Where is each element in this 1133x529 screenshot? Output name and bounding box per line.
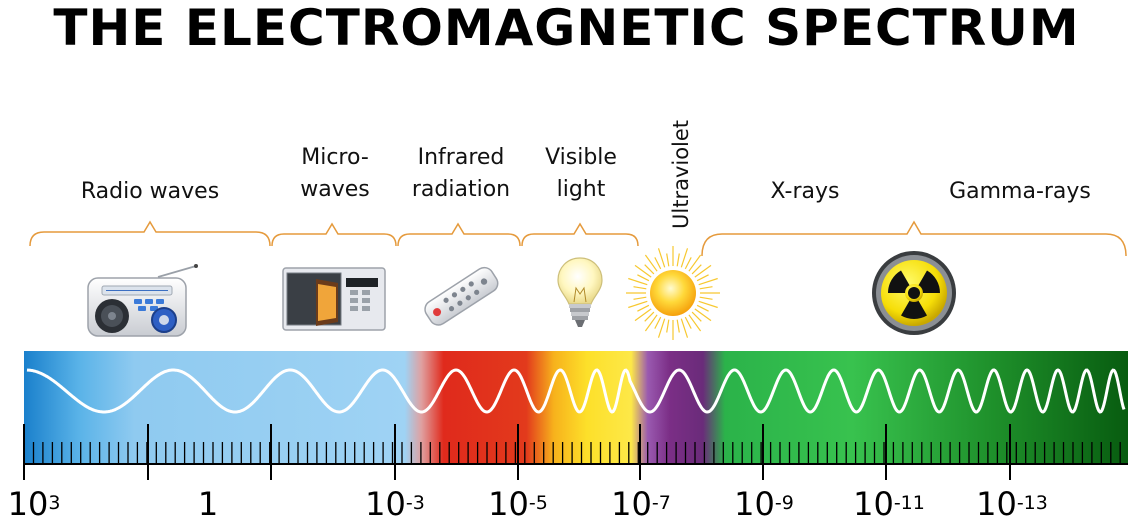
- axis-label: 10-9: [709, 484, 819, 529]
- sun-ray: [688, 254, 702, 272]
- band-label-line: Visible: [545, 145, 617, 170]
- bracket-x-rays-gamma: [701, 220, 1127, 257]
- sun-ray: [633, 286, 647, 290]
- band-label-radio-waves: Radio waves: [40, 176, 260, 208]
- band-label-line: Gamma-rays: [949, 179, 1091, 204]
- axis-label-base: 10: [734, 485, 775, 523]
- wavelength-wave: [26, 368, 1126, 414]
- sun-ray: [666, 319, 670, 333]
- axis-label-exponent: -3: [405, 492, 425, 514]
- axis-label: 10-7: [586, 484, 696, 529]
- sun-ray: [654, 257, 662, 270]
- band-label-line: waves: [300, 177, 370, 202]
- sun-ray: [666, 253, 670, 267]
- sun-ray: [680, 318, 689, 338]
- sun-ray: [694, 264, 712, 278]
- band-label-line: Micro-: [301, 145, 369, 170]
- axis-label-base: 10: [853, 485, 894, 523]
- sun-ray: [634, 308, 652, 322]
- band-label-line: light: [556, 177, 606, 202]
- axis-label-base: 10: [976, 485, 1017, 523]
- sun-ray: [633, 296, 647, 300]
- bracket-visible-light: [521, 222, 639, 247]
- axis-label: 10-5: [463, 484, 573, 529]
- light-bulb-icon: [557, 257, 603, 327]
- sun-ray: [637, 304, 650, 312]
- sun-ray: [676, 253, 680, 267]
- sun-ray: [699, 286, 713, 290]
- axis-label-base: 10: [365, 485, 406, 523]
- sun-ray: [694, 308, 712, 322]
- axis-label-exponent: -5: [528, 492, 548, 514]
- remote-control-icon: [424, 266, 499, 326]
- band-label-x-rays: X-rays: [730, 176, 880, 208]
- band-label-line: Infrared: [417, 145, 505, 170]
- sun-ray: [696, 274, 709, 282]
- sun-ray: [628, 277, 648, 286]
- axis-label-base: 10: [7, 485, 49, 523]
- sun-ray: [644, 264, 655, 275]
- sun-ray: [637, 274, 650, 282]
- axis-label-exponent: -13: [1016, 492, 1048, 514]
- sun-ray: [654, 316, 662, 329]
- radiation-symbol-icon: [872, 251, 956, 335]
- axis-label-base: 10: [611, 485, 652, 523]
- radio-icon: [87, 264, 198, 337]
- axis-label: 103: [0, 484, 89, 529]
- band-label-line: radiation: [411, 177, 511, 202]
- sun-ray: [696, 304, 709, 312]
- microwave-oven-icon: [282, 267, 386, 331]
- axis-label-exponent: -11: [893, 492, 925, 514]
- axis-label-base: 10: [488, 485, 529, 523]
- axis-label: 10-13: [957, 484, 1067, 529]
- bracket-radio-waves: [29, 220, 271, 247]
- band-label-line: Radio waves: [80, 179, 220, 204]
- sun-ray: [644, 254, 658, 272]
- axis-label: 10-3: [340, 484, 450, 529]
- band-label-line: X-rays: [770, 179, 840, 204]
- sun-ray: [698, 277, 718, 286]
- band-label-infrared: Infrared radiation: [397, 142, 525, 206]
- sun-ray: [699, 296, 713, 300]
- sun-ray: [644, 311, 655, 322]
- sun-ray: [684, 257, 692, 270]
- sun-ray: [684, 316, 692, 329]
- wavelength-scale: [23, 424, 1128, 480]
- sun-ray: [691, 311, 702, 322]
- sun-ray: [676, 319, 680, 333]
- sun-ray: [657, 248, 666, 268]
- sun-ray: [680, 248, 689, 268]
- sun-ray: [657, 318, 666, 338]
- sun-ray: [634, 264, 652, 278]
- sun-icon: [626, 246, 720, 340]
- band-label-gamma-rays: Gamma-rays: [930, 176, 1110, 208]
- sun-ray: [691, 264, 702, 275]
- sun-ray: [628, 300, 648, 309]
- axis-label-exponent: 3: [48, 492, 61, 514]
- bracket-infrared: [397, 222, 521, 247]
- axis-label: 10-11: [834, 484, 944, 529]
- sun-ray: [644, 314, 658, 332]
- sun-ray: [688, 314, 702, 332]
- axis-label-exponent: -9: [774, 492, 794, 514]
- axis-label-base: 1: [197, 485, 219, 523]
- sun-ray: [698, 300, 718, 309]
- band-brackets: [29, 220, 1127, 257]
- band-label-microwaves: Micro- waves: [275, 142, 395, 206]
- axis-label-exponent: -7: [651, 492, 671, 514]
- axis-label: 1: [153, 484, 263, 529]
- bracket-microwaves: [271, 222, 397, 247]
- diagram-title: THE ELECTROMAGNETIC SPECTRUM: [53, 0, 1080, 57]
- band-label-visible-light: Visible light: [526, 142, 636, 206]
